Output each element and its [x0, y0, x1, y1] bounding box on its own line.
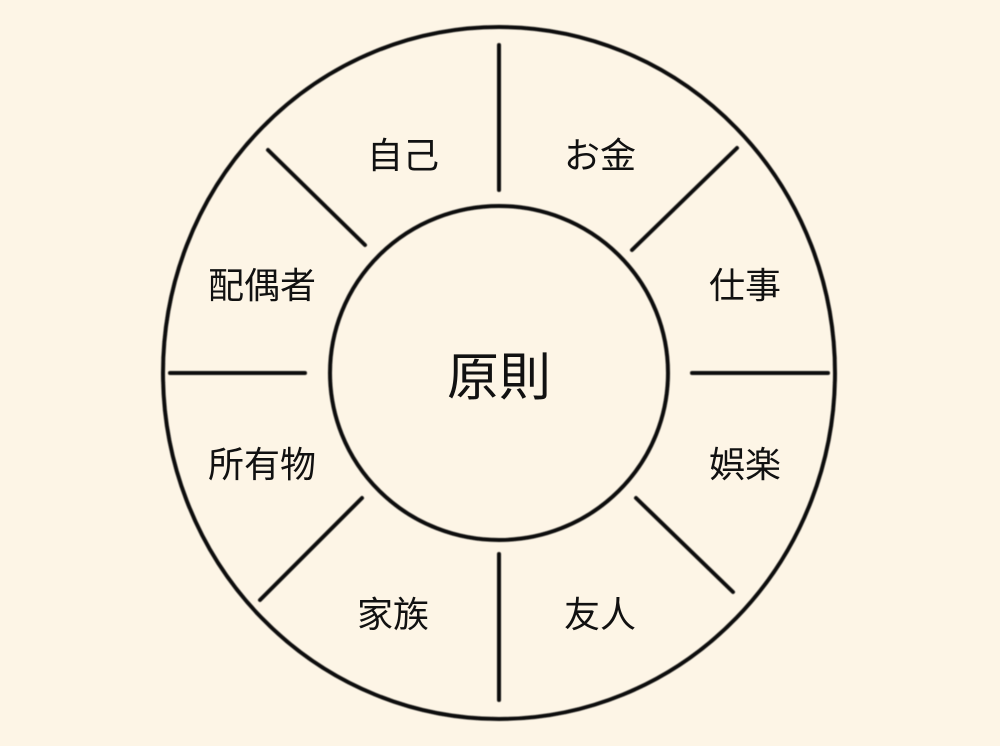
divider-top-right	[630, 146, 739, 252]
segment-family: 家族	[356, 595, 430, 636]
divider-top-left	[266, 148, 367, 247]
center-label: 原則	[446, 348, 552, 409]
segment-work: 仕事	[708, 266, 782, 307]
inner-circle	[328, 204, 670, 542]
segment-possessions: 所有物	[207, 445, 317, 486]
divider-bottom-right	[634, 496, 735, 594]
segment-entertainment: 娯楽	[708, 445, 782, 486]
divider-bottom-left	[258, 496, 364, 602]
segment-self: 自己	[366, 136, 440, 177]
segment-money: お金	[563, 136, 637, 177]
segment-spouse: 配偶者	[207, 266, 317, 307]
outer-circle	[161, 25, 837, 721]
segment-friends: 友人	[563, 595, 637, 636]
